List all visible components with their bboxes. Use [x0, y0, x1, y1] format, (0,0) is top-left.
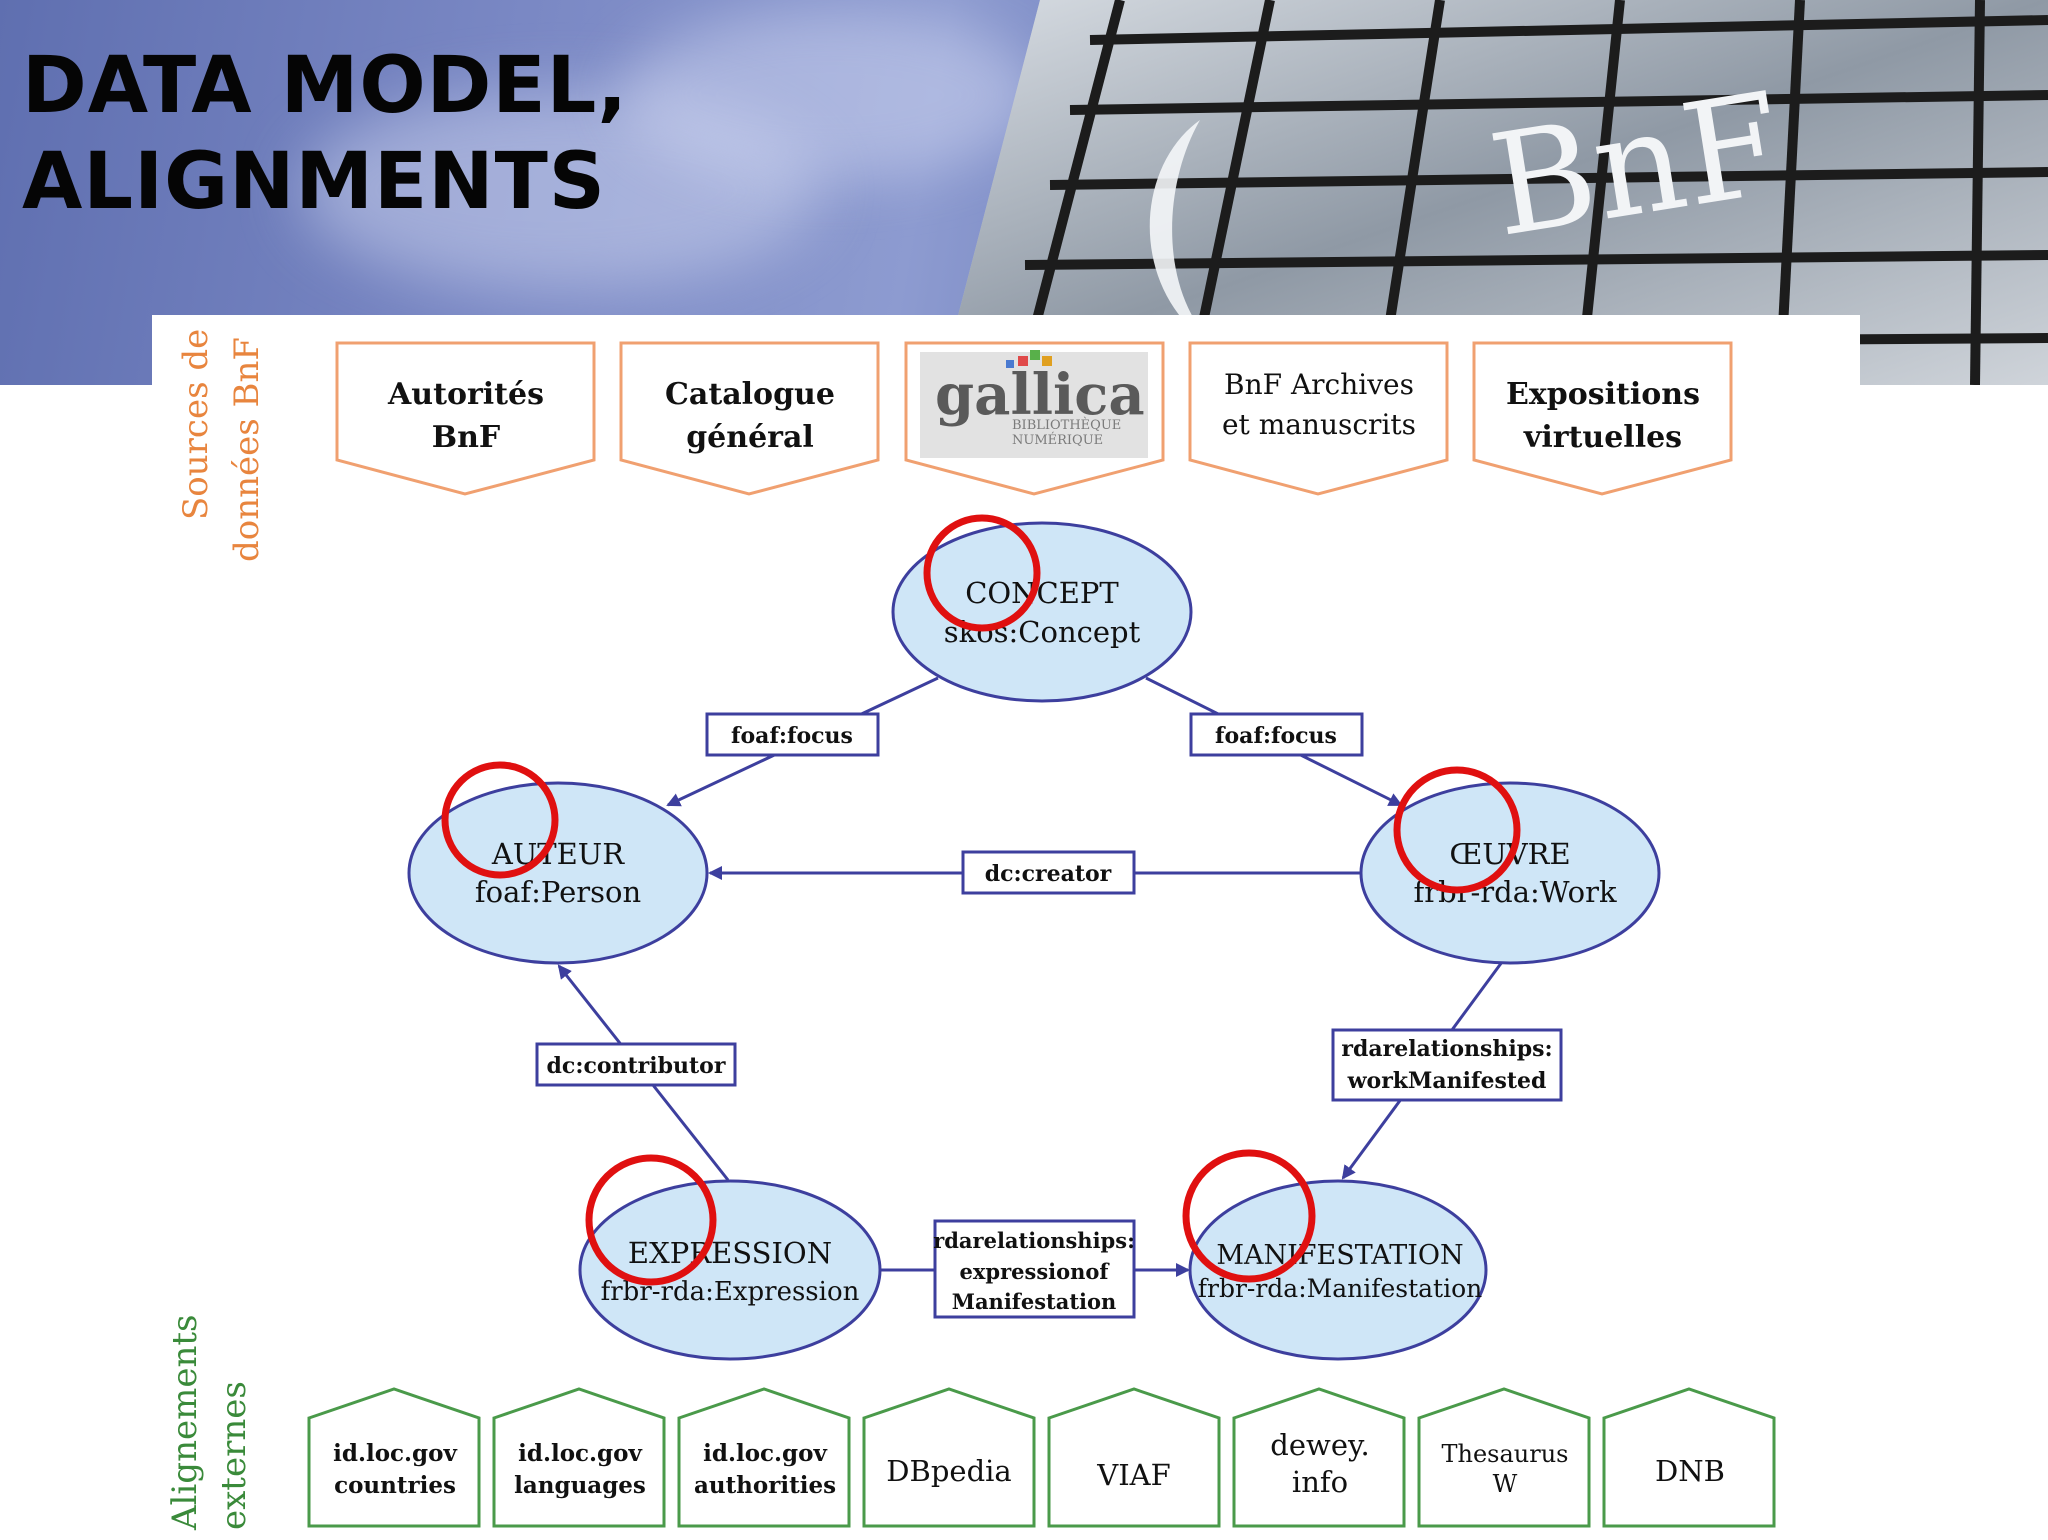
- source-autorites-line1: Autorités: [387, 377, 544, 412]
- relation-box-focus-left: [705, 712, 880, 757]
- sources-label: Sources de données BnF: [176, 329, 267, 562]
- alignment-authorities-line2: authorities: [694, 1472, 836, 1499]
- node-auteur: [407, 781, 709, 965]
- relation-box-contributor: [535, 1042, 737, 1087]
- source-box-autorites: [335, 341, 596, 496]
- node-concept-label: CONCEPT: [965, 576, 1119, 610]
- source-catalogue-line1: Catalogue: [665, 377, 835, 412]
- node-expression-label: EXPRESSION: [628, 1236, 832, 1270]
- source-box-archives: [1188, 341, 1449, 496]
- alignment-dewey-line2: info: [1292, 1465, 1348, 1499]
- highlight-circle-auteur: [441, 761, 559, 879]
- highlight-circle-oeuvre: [1393, 766, 1521, 894]
- highlight-circle-expression: [585, 1154, 717, 1286]
- alignment-box-dbpedia: [862, 1387, 1036, 1528]
- gallica-logo-name: gallica: [935, 362, 1145, 428]
- alignment-languages-line1: id.loc.gov: [518, 1440, 642, 1467]
- node-auteur-class: foaf:Person: [475, 875, 641, 909]
- relation-box-expression-of: [933, 1219, 1136, 1319]
- alignment-box-countries: [307, 1387, 481, 1528]
- source-catalogue-line2: général: [686, 420, 814, 455]
- alignment-box-viaf: [1047, 1387, 1221, 1528]
- alignments-label: Alignements externes: [165, 1315, 254, 1531]
- gallica-logo: gallica BIBLIOTHÈQUE NUMÉRIQUE: [920, 350, 1148, 458]
- slide-title-line1: DATA MODEL,: [22, 41, 629, 131]
- relation-contributor: dc:contributor: [547, 1053, 726, 1079]
- node-auteur-label: AUTEUR: [491, 837, 625, 871]
- alignment-authorities-line1: id.loc.gov: [703, 1440, 827, 1467]
- alignments-label-line1: Alignements: [165, 1315, 205, 1531]
- source-box-catalogue: [619, 341, 880, 496]
- source-autorites-line2: BnF: [432, 420, 500, 455]
- alignments-label-line2: externes: [214, 1381, 254, 1530]
- alignment-box-languages: [492, 1387, 666, 1528]
- alignment-languages-line2: languages: [514, 1472, 646, 1499]
- alignment-thesaurus-line1: Thesaurus: [1442, 1440, 1569, 1468]
- gallica-logo-subtitle1: BIBLIOTHÈQUE: [1012, 417, 1121, 433]
- highlight-circle-concept: [923, 514, 1041, 632]
- source-box-expositions: [1472, 341, 1733, 496]
- alignment-dbpedia: DBpedia: [886, 1454, 1011, 1488]
- source-expositions-line1: Expositions: [1506, 377, 1700, 412]
- relation-work-manifested-2: workManifested: [1347, 1068, 1547, 1094]
- relation-focus-right: foaf:focus: [1215, 723, 1337, 749]
- relation-focus-left: foaf:focus: [731, 723, 853, 749]
- alignment-dewey-line1: dewey.: [1270, 1428, 1369, 1462]
- sources-label-line1: Sources de: [176, 329, 216, 520]
- node-expression: [578, 1179, 882, 1361]
- data-model-diagram: Sources de données BnF Autorités BnF Cat…: [152, 315, 1860, 1536]
- alignment-box-thesaurus: [1417, 1387, 1591, 1528]
- node-concept: [891, 521, 1193, 703]
- relation-expression-of-1: rdarelationships:: [933, 1228, 1135, 1253]
- alignment-box-authorities: [677, 1387, 851, 1528]
- source-archives-line1: BnF Archives: [1224, 368, 1414, 401]
- slide-title: DATA MODEL, ALIGNMENTS: [22, 38, 628, 230]
- source-expositions-line2: virtuelles: [1523, 420, 1682, 455]
- alignment-countries-line2: countries: [334, 1472, 456, 1499]
- relation-box-creator: [961, 850, 1136, 895]
- alignment-countries-line1: id.loc.gov: [333, 1440, 457, 1467]
- relation-expression-of-3: Manifestation: [952, 1289, 1117, 1314]
- source-box-gallica: [904, 341, 1165, 496]
- node-manifestation-label: MANIFESTATION: [1216, 1240, 1463, 1271]
- alignment-box-dnb: [1602, 1387, 1776, 1528]
- relation-box-focus-right: [1189, 712, 1364, 757]
- alignment-viaf: VIAF: [1096, 1458, 1170, 1492]
- alignment-box-dewey: [1232, 1387, 1406, 1528]
- alignment-dnb: DNB: [1655, 1454, 1725, 1488]
- sources-label-line2: données BnF: [227, 337, 267, 562]
- node-concept-class: skos:Concept: [944, 615, 1141, 649]
- highlight-circle-manifestation: [1182, 1149, 1316, 1283]
- gallica-logo-subtitle2: NUMÉRIQUE: [1012, 432, 1103, 448]
- relation-work-manifested-1: rdarelationships:: [1341, 1036, 1552, 1062]
- diagram-canvas: Sources de données BnF Autorités BnF Cat…: [165, 329, 1776, 1531]
- alignment-thesaurus-line2: W: [1493, 1470, 1518, 1498]
- relation-creator: dc:creator: [985, 861, 1112, 887]
- relation-box-work-manifested: [1331, 1028, 1563, 1102]
- slide-title-line2: ALIGNMENTS: [22, 137, 606, 227]
- source-archives-line2: et manuscrits: [1222, 408, 1416, 441]
- relation-expression-of-2: expressionof: [960, 1259, 1111, 1284]
- node-manifestation: [1188, 1179, 1488, 1361]
- node-oeuvre: [1359, 781, 1661, 965]
